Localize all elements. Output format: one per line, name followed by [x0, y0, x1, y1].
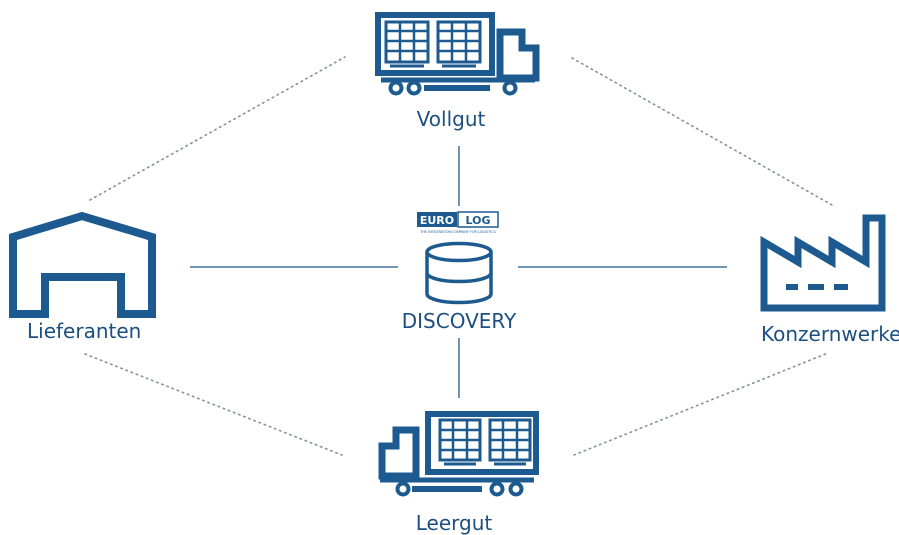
truck-empty-icon: [378, 411, 539, 497]
logo-text-euro: EURO: [420, 214, 454, 227]
dotted-line-lieferanten-vollgut: [89, 56, 346, 201]
logo-box-right: [457, 211, 499, 228]
dotted-line-lieferanten-leergut: [84, 353, 343, 456]
logo-box-left: [417, 212, 457, 227]
hub-connectors: [190, 146, 727, 398]
warehouse-icon: [9, 211, 156, 318]
database-icon: [425, 241, 493, 305]
label-leergut: Leergut: [415, 511, 493, 535]
dotted-line-leergut-konzernwerke: [573, 352, 829, 456]
factory-icon: [760, 214, 886, 312]
label-vollgut: Vollgut: [416, 107, 486, 131]
label-konzernwerke: Konzernwerke: [761, 322, 899, 346]
dotted-connectors: [84, 56, 833, 456]
dotted-line-vollgut-konzernwerke: [571, 57, 833, 206]
label-discovery: DISCOVERY: [401, 309, 517, 333]
logo-text-log: LOG: [466, 214, 491, 227]
label-lieferanten: Lieferanten: [27, 319, 142, 343]
logo-tagline: THE INTEGRATION COMPANY FOR LOGISTICS: [419, 230, 496, 234]
eurolog-logo: EURO LOG THE INTEGRATION COMPANY FOR LOG…: [417, 211, 499, 234]
truck-full-icon: [375, 12, 540, 96]
